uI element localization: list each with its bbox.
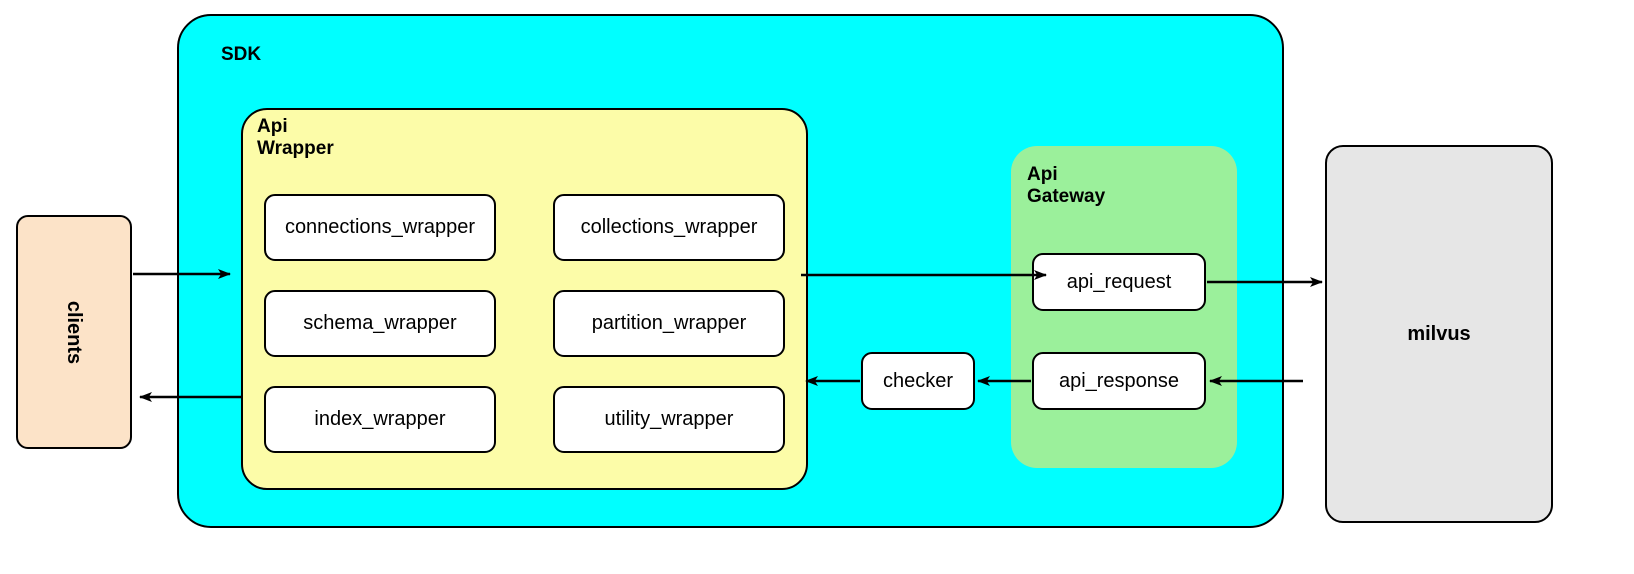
sdk-title: SDK	[221, 44, 262, 65]
api-wrapper-title: Api Wrapper	[257, 116, 334, 160]
node-index-wrapper[interactable]: index_wrapper	[264, 386, 496, 453]
node-schema-wrapper[interactable]: schema_wrapper	[264, 290, 496, 357]
node-partition-wrapper[interactable]: partition_wrapper	[553, 290, 785, 357]
milvus-box[interactable]	[1325, 145, 1553, 523]
node-api-request[interactable]: api_request	[1032, 253, 1206, 311]
node-utility-wrapper[interactable]: utility_wrapper	[553, 386, 785, 453]
api-gateway-title: Api Gateway	[1027, 164, 1106, 208]
clients-label: clients	[16, 215, 132, 449]
node-checker[interactable]: checker	[861, 352, 975, 410]
milvus-label: milvus	[1407, 322, 1471, 345]
node-collections-wrapper[interactable]: collections_wrapper	[553, 194, 785, 261]
clients-box[interactable]	[16, 215, 132, 449]
clients-label-text: clients	[63, 300, 86, 364]
node-api-response[interactable]: api_response	[1032, 352, 1206, 410]
node-connections-wrapper[interactable]: connections_wrapper	[264, 194, 496, 261]
